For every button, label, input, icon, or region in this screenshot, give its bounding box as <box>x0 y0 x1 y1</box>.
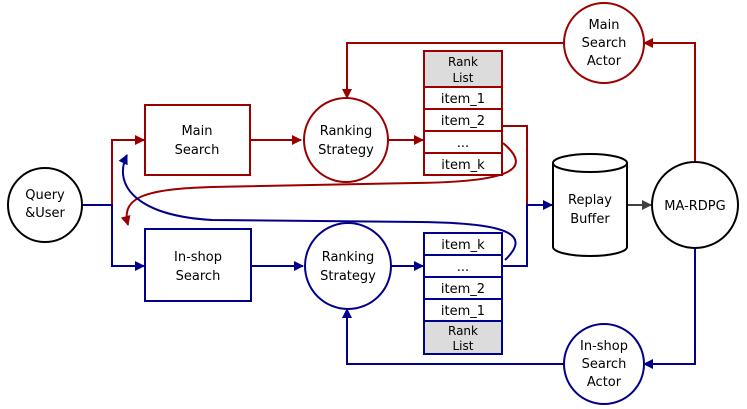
ranking-strategy-inshop-node: Ranking Strategy <box>304 222 392 310</box>
main-list-item: item_k <box>441 158 485 173</box>
main-search-actor-node: Main Search Actor <box>563 2 645 84</box>
inshop-actor-label-line1: In-shop <box>580 339 628 354</box>
main-actor-label-line1: Main <box>588 18 619 33</box>
edge-inshop-actor-to-ranking <box>342 308 564 365</box>
main-list-header-line1: Rank <box>448 55 478 69</box>
main-list-item: ... <box>457 136 469 151</box>
main-list-item: item_1 <box>441 92 485 107</box>
inshop-actor-label-line3: Actor <box>587 375 622 390</box>
edge-main-actor-to-ranking <box>342 42 564 99</box>
edge-main-list-to-buffer <box>502 125 528 205</box>
ranking-main-label-line1: Ranking <box>320 124 373 139</box>
ranking-inshop-label-line2: Strategy <box>320 269 376 284</box>
inshop-list-item: item_k <box>441 238 485 253</box>
query-user-node: Query &User <box>7 167 83 243</box>
replay-buffer-label-line2: Buffer <box>570 212 610 227</box>
main-list-item: item_2 <box>441 114 485 129</box>
inshop-list-item: item_2 <box>441 282 485 297</box>
main-rank-list: Rank List item_1 item_2 ... item_k <box>423 50 503 176</box>
inshop-search-label-line2: Search <box>176 269 221 284</box>
edge-inshop-list-to-buffer <box>502 200 553 267</box>
ranking-main-label-line2: Strategy <box>318 143 374 158</box>
replay-buffer-cylinder: Replay Buffer <box>552 153 628 257</box>
inshop-list-footer-line2: List <box>453 339 474 353</box>
inshop-actor-label-line2: Search <box>582 357 627 372</box>
query-user-label-line2: &User <box>25 206 65 221</box>
main-search-node: Main Search <box>144 104 251 176</box>
ma-rdpg-node: MA-RDPG <box>651 161 739 249</box>
ranking-inshop-label-line1: Ranking <box>322 250 375 265</box>
inshop-search-label-line1: In-shop <box>174 250 222 265</box>
ranking-strategy-main-node: Ranking Strategy <box>303 97 389 183</box>
replay-buffer-label-line1: Replay <box>568 193 612 208</box>
edge-inshop-list-to-main-search <box>118 154 517 261</box>
inshop-rank-list: item_k ... item_2 item_1 Rank List <box>423 232 503 355</box>
edge-ma-rdpg-to-main-actor <box>643 38 696 163</box>
inshop-list-item: ... <box>457 260 469 275</box>
edge-ma-rdpg-to-inshop-actor <box>643 247 696 369</box>
inshop-list-footer-line1: Rank <box>448 324 478 338</box>
inshop-list-item: item_1 <box>441 304 485 319</box>
ma-rdpg-label: MA-RDPG <box>664 199 725 214</box>
main-list-header-line2: List <box>453 71 474 85</box>
main-search-label-line1: Main <box>181 124 212 139</box>
main-actor-label-line2: Search <box>582 36 627 51</box>
inshop-search-actor-node: In-shop Search Actor <box>563 323 645 405</box>
query-user-label-line1: Query <box>25 188 65 203</box>
main-actor-label-line3: Actor <box>587 54 622 69</box>
main-search-label-line2: Search <box>175 143 220 158</box>
edge-main-list-to-inshop-search <box>120 142 517 226</box>
edge-query-to-inshop-search <box>82 204 145 271</box>
inshop-search-node: In-shop Search <box>144 228 252 302</box>
